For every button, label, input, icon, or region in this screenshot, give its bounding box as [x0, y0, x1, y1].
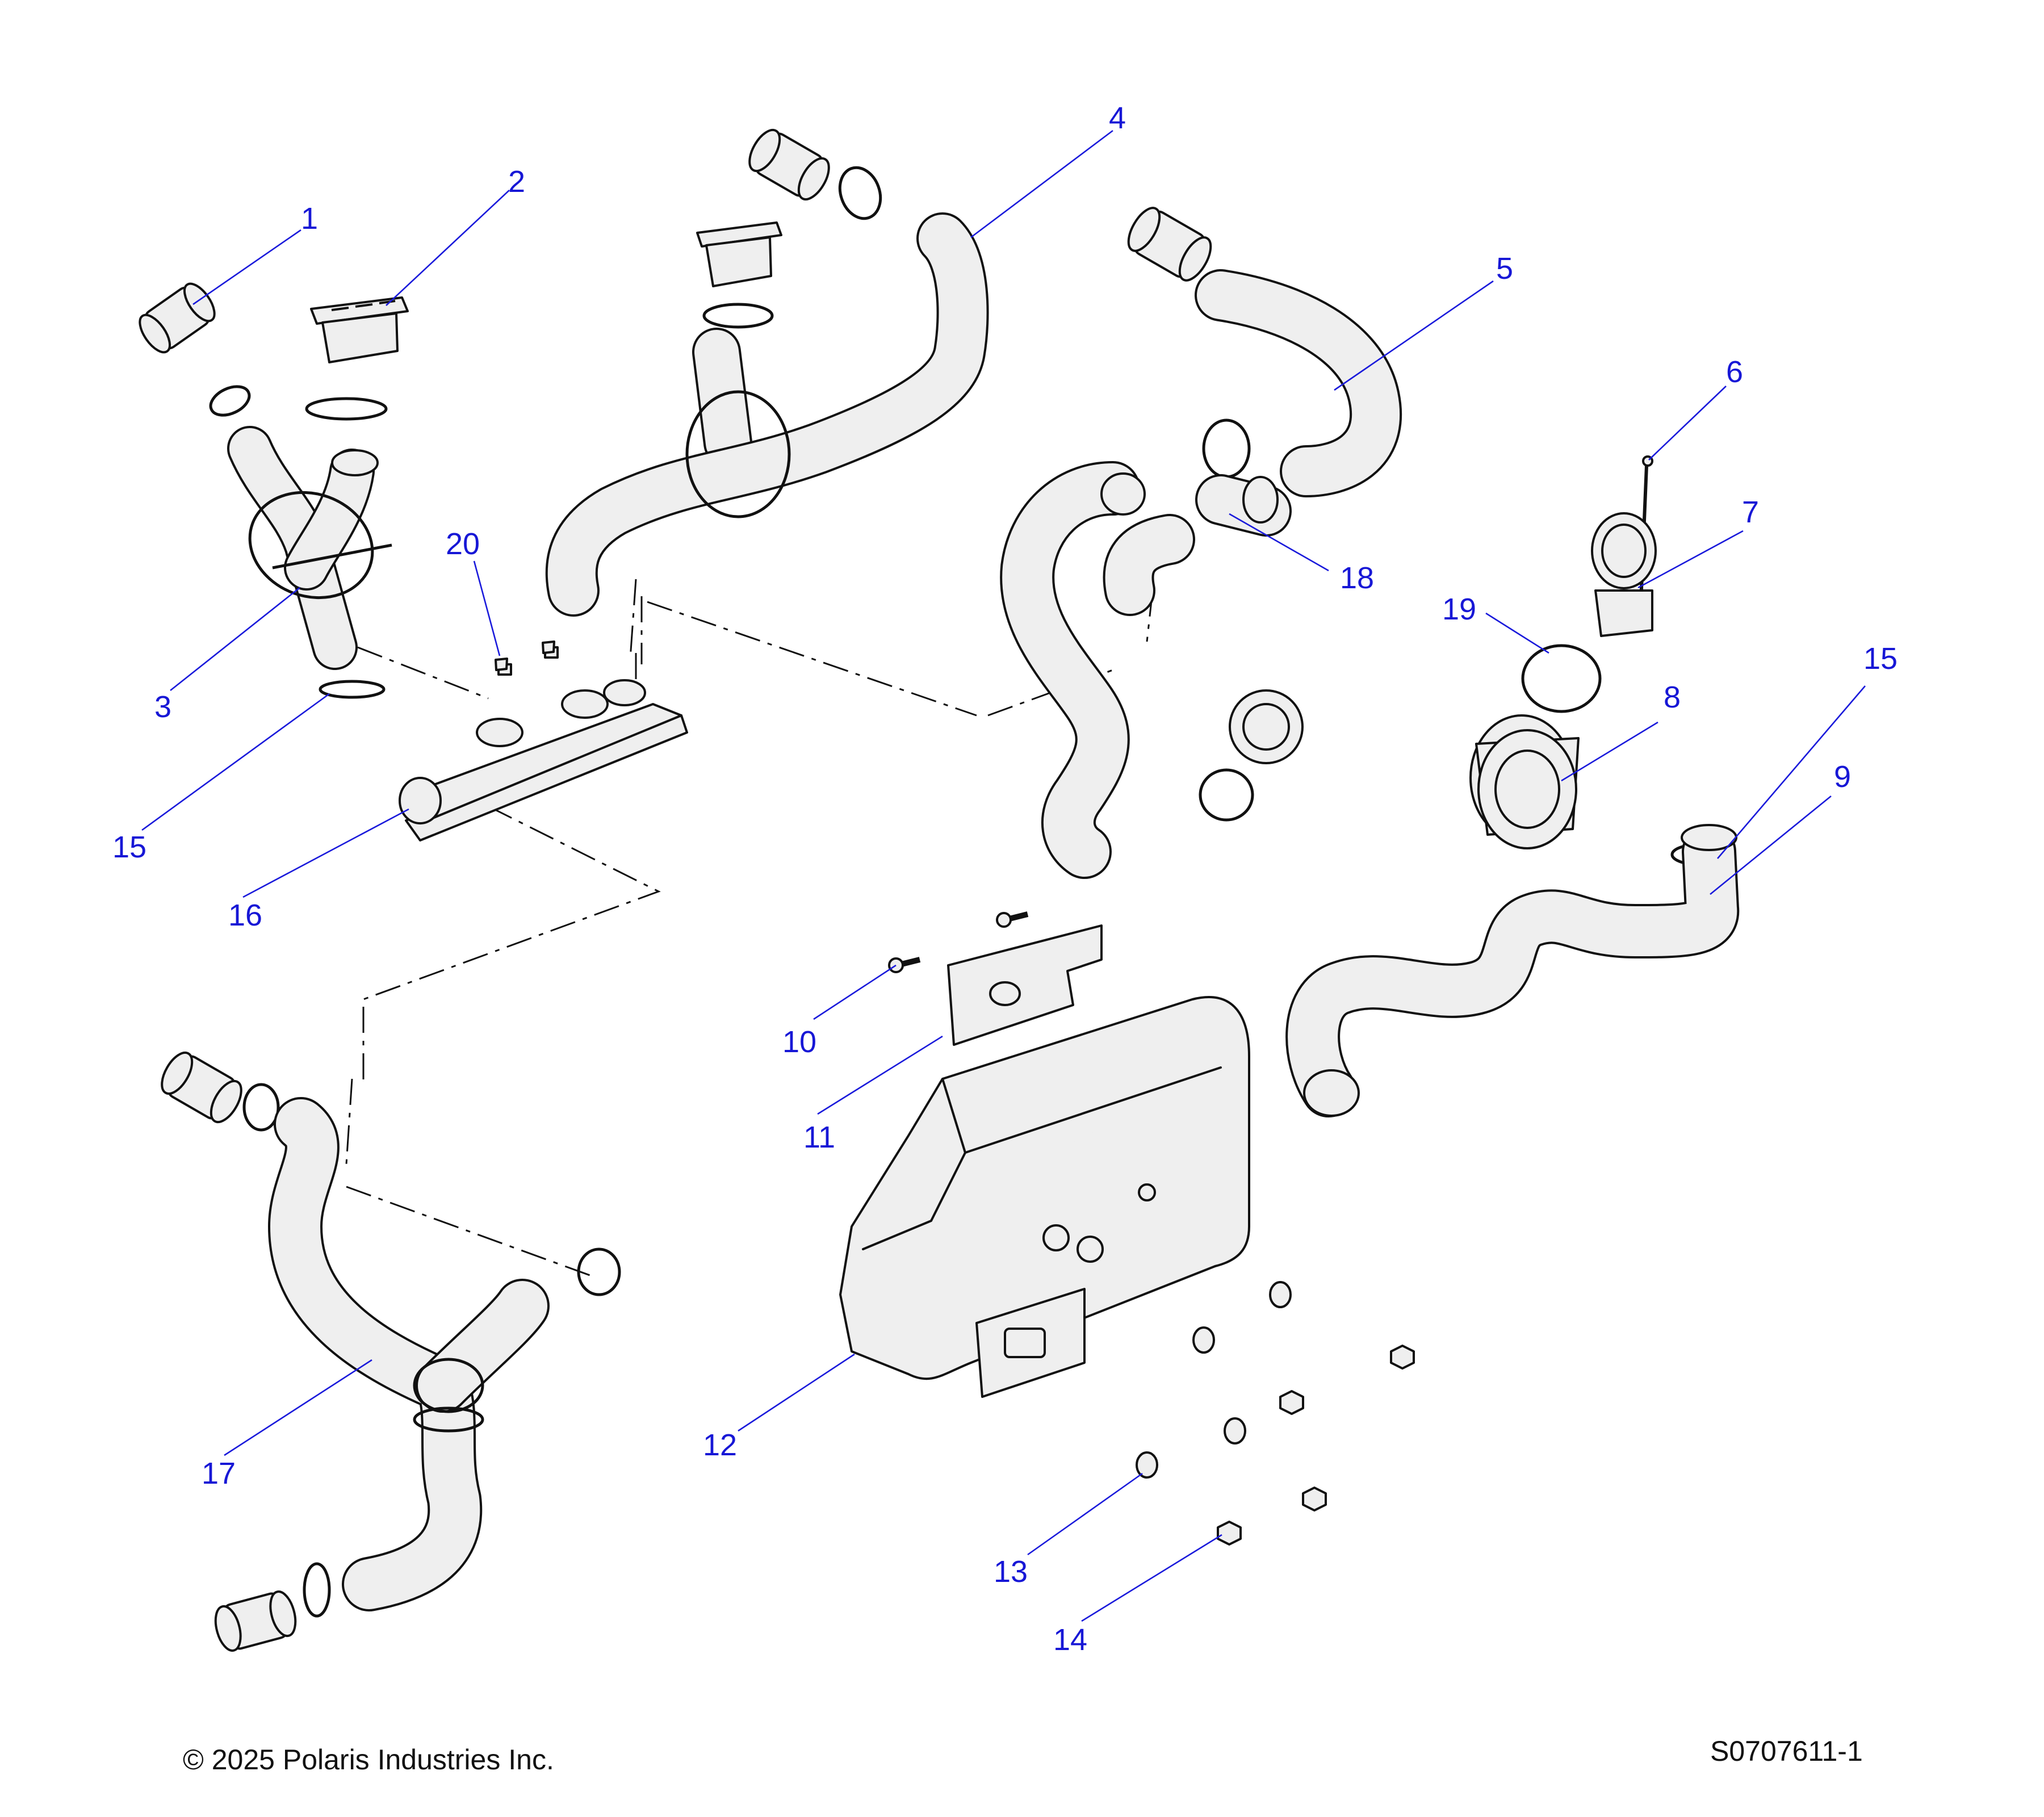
part-5-duct [1127, 207, 1402, 497]
callout-11: 11 [803, 1120, 836, 1154]
callout-20: 20 [445, 527, 480, 561]
callout-18: 18 [1339, 561, 1375, 595]
part-18-tee [1000, 418, 1304, 879]
callout-9: 9 [1833, 760, 1852, 794]
part-6-7-sensor [1591, 455, 1657, 637]
callout-19: 19 [1442, 592, 1477, 626]
part-3-y-duct [227, 426, 392, 670]
callout-6: 6 [1725, 355, 1744, 389]
copyright-text: © 2025 Polaris Industries Inc. [183, 1744, 554, 1776]
part-15-clamp [319, 680, 386, 699]
drawing-number: S0707611-1 [1710, 1735, 1863, 1767]
callout-8: 8 [1663, 680, 1681, 714]
part-2-vent [310, 296, 409, 363]
leader-lines [141, 129, 1866, 1622]
clamp [209, 385, 251, 417]
callout-1: 1 [300, 202, 319, 236]
clamp [305, 397, 388, 421]
callout-3: 3 [154, 690, 172, 724]
part-13-14-hardware [1136, 1281, 1415, 1546]
part-10-11-bracket [888, 911, 1103, 1046]
part-4-duct [545, 128, 989, 617]
callout-7: 7 [1741, 495, 1760, 529]
callout-4: 4 [1108, 101, 1126, 135]
part-9-pipe [1285, 824, 1740, 1117]
callout-5: 5 [1496, 252, 1514, 286]
part-16-manifold [399, 646, 688, 841]
part-8-canister [1469, 714, 1580, 849]
callout-13: 13 [993, 1555, 1028, 1589]
callout-15-right: 15 [1863, 642, 1898, 676]
callout-10: 10 [782, 1025, 817, 1059]
callout-12: 12 [702, 1428, 738, 1462]
callout-14: 14 [1053, 1623, 1088, 1657]
callout-17: 17 [201, 1456, 236, 1491]
callout-16: 16 [228, 898, 263, 932]
part-1-coupler [139, 282, 216, 354]
callout-15-left: 15 [112, 830, 147, 864]
part-12-muffler [839, 996, 1250, 1398]
part-19-clamp [1521, 644, 1602, 713]
part-17-y-duct [161, 1051, 621, 1652]
part-20-plugs [495, 640, 555, 671]
callout-2: 2 [508, 165, 526, 199]
